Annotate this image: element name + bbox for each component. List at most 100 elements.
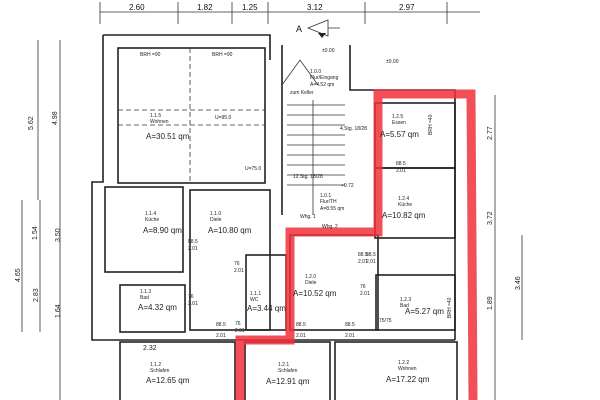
plan-label: 2.01	[396, 168, 406, 174]
plan-label: A=17.22 qm	[386, 375, 430, 384]
section-arrow-icon	[318, 33, 326, 38]
door-size: 88.5 2.01	[216, 322, 226, 339]
dim-label: 2.60	[129, 3, 145, 12]
plan-label: Essen	[392, 120, 406, 126]
plan-label: BRH =90	[140, 52, 161, 58]
plan-label: A=4.52 qm	[310, 82, 334, 88]
plan-label: A=5.57 qm	[380, 130, 419, 139]
plan-label: 88.5	[216, 322, 226, 328]
plan-label: ±0.00	[386, 59, 399, 65]
door-size: 88.52.01	[188, 239, 198, 252]
door-size: 88.5 2.01	[296, 322, 306, 339]
dim-label: 3.72	[487, 211, 494, 225]
plan-label: 76	[234, 261, 240, 267]
dim-label: 4.65	[15, 268, 22, 282]
dim-label: 1.64	[55, 304, 62, 318]
plan-label: 88.5	[366, 252, 376, 258]
door-size: 762.01	[234, 261, 244, 274]
plan-label: A=8.90 qm	[143, 226, 182, 235]
door-size: 88.52.01	[345, 322, 355, 339]
dim-label: 2.97	[399, 3, 415, 12]
plan-label: 2.01	[188, 301, 198, 307]
plan-label: 76	[188, 294, 194, 300]
plan-label: Schlafen	[150, 368, 170, 374]
plan-label: U=95.0	[215, 115, 231, 121]
door-size: 762.01	[360, 284, 370, 297]
plan-label: 2.01	[366, 259, 376, 265]
dim-label: 2.83	[33, 288, 40, 302]
plan-label: A=30.51 qm	[146, 132, 190, 141]
plan-label: 2.01	[234, 268, 244, 274]
plan-label: WC	[250, 297, 259, 303]
plan-label: Schlafen	[278, 368, 298, 374]
plan-label: A=8.55 qm	[320, 206, 344, 212]
plan-label: zum Keller	[290, 90, 314, 96]
plan-label: Wohnen	[150, 119, 169, 125]
plan-label: 2.01	[235, 328, 245, 334]
door-size: 762.01	[235, 321, 245, 334]
apartment-boundary-highlight	[235, 89, 478, 400]
section-marker: A	[296, 19, 340, 38]
left-dimension-chain: 5.62 4.98 1.54 3.50 4.65 2.83 1.64	[15, 40, 62, 400]
plan-label: BRH =90	[212, 52, 233, 58]
plan-label: 1.1.0	[210, 211, 221, 217]
plan-label: 2.01	[360, 291, 370, 297]
plan-label: ±0.00	[322, 48, 335, 54]
plan-label: 2.01	[188, 246, 198, 252]
plan-label: 2.01	[216, 333, 226, 339]
plan-label: Küche	[145, 217, 159, 223]
plan-label: A=10.80 qm	[208, 226, 252, 235]
plan-label: 1.0.0	[310, 69, 321, 75]
plan-label: Whg. 1	[300, 214, 316, 220]
dim-label: 1.82	[197, 3, 213, 12]
dim-label: 3.12	[307, 3, 323, 12]
plan-label: 2.01	[296, 333, 306, 339]
plan-label: 1.2.5	[392, 114, 403, 120]
plan-label: BRH =40	[428, 114, 434, 135]
right-dimension-chain: 2.77 3.72 1.89 3.46	[487, 95, 523, 400]
plan-label: Diele	[210, 217, 222, 223]
plan-label: 88.5	[345, 322, 355, 328]
plan-label: A=3.44 qm	[247, 304, 286, 313]
plan-label: 1.0.1	[320, 193, 331, 199]
plan-label: Bad	[400, 303, 409, 309]
plan-label: 1.1.1	[250, 291, 261, 297]
plan-label: Küche	[398, 202, 412, 208]
dim-label: 2.77	[487, 126, 494, 140]
plan-label: A=4.32 qm	[138, 303, 177, 312]
plan-label: 1.2.0	[305, 274, 316, 280]
door-size: 762.01	[188, 294, 198, 307]
plan-label: 2.01	[358, 259, 368, 265]
door-size: 88.52.01	[366, 252, 376, 265]
plan-label: Diele	[305, 280, 317, 286]
plan-label: 1.2.4	[398, 196, 409, 202]
plan-label: 1.2.1	[278, 362, 289, 368]
plan-label: 88.5	[358, 252, 368, 258]
plan-label: 2.32	[143, 345, 157, 352]
plan-label: 76	[360, 284, 366, 290]
plan-label: 1.1.5	[150, 113, 161, 119]
plan-label: 88.5	[296, 322, 306, 328]
dim-label: 3.46	[515, 276, 522, 290]
plan-label: 1.2.3	[400, 297, 411, 303]
plan-label: Bad	[140, 295, 149, 301]
plan-label: BRH =40	[447, 297, 453, 318]
plan-label: 1.1.3	[140, 289, 151, 295]
top-dimension-chain: 2.60 1.82 1.25 3.12 2.97	[99, 2, 480, 24]
plan-label: Whg. 2	[322, 224, 338, 230]
dim-label: 1.25	[242, 3, 258, 12]
annotations: BRH =90 BRH =90 BRH =40 BRH =40 U=95.0 U…	[140, 48, 453, 352]
door-size: 88.52.01	[358, 252, 368, 265]
